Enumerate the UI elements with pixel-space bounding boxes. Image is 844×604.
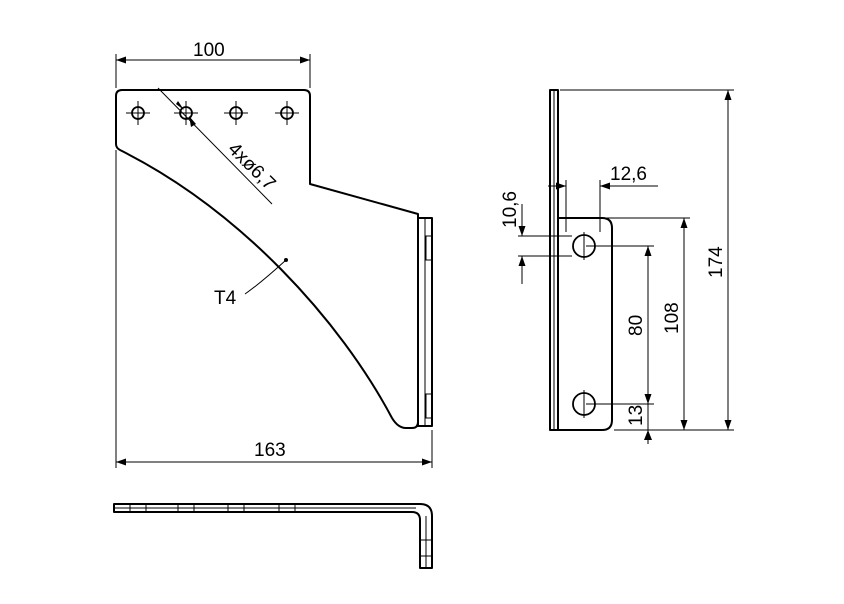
top-hole-marks: [129, 504, 432, 557]
dim-174-label: 174: [706, 246, 727, 278]
top-profile: [113, 503, 433, 569]
front-view: 4xø6,7 T4 100 163: [115, 40, 433, 468]
thickness-label: T4: [214, 288, 237, 309]
dim-100-label: 100: [193, 40, 225, 61]
flange-slot-bottom: [425, 393, 433, 419]
side-view: 12,6 10,6 174 108 80 13: [500, 89, 734, 444]
dim-108-label: 108: [662, 302, 683, 334]
side-flange: [557, 217, 613, 431]
dim-163-label: 163: [254, 440, 286, 461]
hole-leader: [157, 87, 273, 205]
dim-13-label: 13: [626, 405, 647, 426]
top-view: [113, 503, 433, 569]
dim-10-6-label: 10,6: [500, 191, 521, 228]
bracket-outline: [115, 89, 419, 429]
flange-slot-top: [425, 235, 433, 261]
thickness-leader: [244, 259, 287, 295]
dim-12-6-label: 12,6: [610, 164, 647, 185]
dim-80-label: 80: [626, 315, 647, 336]
